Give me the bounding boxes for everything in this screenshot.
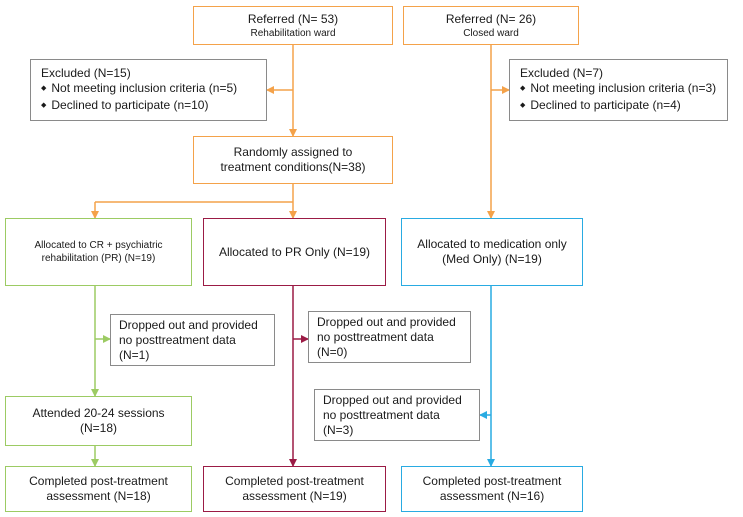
referred-rehab-title: Referred (N= 53) — [247, 11, 339, 26]
attended-cr-line1: Attended 20-24 sessions — [32, 406, 165, 420]
dropout-cr-line2: no posttreatment data — [119, 332, 236, 347]
completed-pr-box: Completed post-treatment assessment (N=1… — [203, 466, 386, 512]
referred-closed-box: Referred (N= 26) Closed ward — [403, 6, 579, 45]
excluded-left-box: Excluded (N=15) Not meeting inclusion cr… — [30, 59, 267, 121]
attended-cr-line2: (N=18) — [79, 421, 117, 435]
dropout-med-line1: Dropped out and provided — [323, 392, 462, 407]
referred-closed-title: Referred (N= 26) — [445, 11, 537, 26]
allocated-med-box: Allocated to medication only (Med Only) … — [401, 218, 583, 286]
completed-med-line2: assessment (N=16) — [439, 489, 545, 503]
excluded-right-item: Declined to participate (n=4) — [520, 98, 680, 115]
dropout-cr-box: Dropped out and provided no posttreatmen… — [110, 314, 275, 366]
attended-cr-box: Attended 20-24 sessions (N=18) — [5, 396, 192, 446]
dropout-pr-box: Dropped out and provided no posttreatmen… — [308, 311, 471, 363]
dropout-med-line2: no posttreatment data — [323, 407, 440, 422]
allocated-cr-line2: rehabilitation (PR) (N=19) — [41, 253, 156, 264]
excluded-right-title: Excluded (N=7) — [520, 65, 604, 80]
referred-rehab-subtitle: Rehabilitation ward — [250, 27, 336, 39]
completed-pr-line2: assessment (N=19) — [242, 489, 347, 503]
excluded-left-item: Not meeting inclusion criteria (n=5) — [41, 81, 237, 98]
referred-rehab-box: Referred (N= 53) Rehabilitation ward — [193, 6, 393, 45]
allocated-med-line2: (Med Only) (N=19) — [442, 252, 542, 266]
allocated-cr-line1: Allocated to CR + psychiatric — [34, 240, 163, 251]
completed-cr-line2: assessment (N=18) — [46, 489, 151, 503]
dropout-pr-line3: (N=0) — [317, 344, 348, 359]
excluded-right-item: Not meeting inclusion criteria (n=3) — [520, 81, 716, 98]
dropout-med-box: Dropped out and provided no posttreatmen… — [314, 389, 480, 441]
dropout-pr-line1: Dropped out and provided — [317, 314, 456, 329]
excluded-right-box: Excluded (N=7) Not meeting inclusion cri… — [509, 59, 728, 121]
allocated-pr-line1: Allocated to PR Only (N=19) — [218, 244, 371, 259]
excluded-left-item: Declined to participate (n=10) — [41, 98, 208, 115]
allocated-med-line1: Allocated to medication only — [417, 237, 567, 251]
dropout-cr-line3: (N=1) — [119, 347, 150, 362]
completed-cr-box: Completed post-treatment assessment (N=1… — [5, 466, 192, 512]
randomized-line1: Randomly assigned to — [233, 145, 353, 159]
randomized-line2: treatment conditions(N=38) — [220, 160, 366, 174]
randomized-box: Randomly assigned to treatment condition… — [193, 136, 393, 184]
allocated-cr-box: Allocated to CR + psychiatric rehabilita… — [5, 218, 192, 286]
excluded-left-title: Excluded (N=15) — [41, 65, 131, 80]
referred-closed-subtitle: Closed ward — [463, 27, 519, 39]
completed-med-box: Completed post-treatment assessment (N=1… — [401, 466, 583, 512]
dropout-pr-line2: no posttreatment data — [317, 329, 434, 344]
dropout-med-line3: (N=3) — [323, 422, 354, 437]
allocated-pr-box: Allocated to PR Only (N=19) — [203, 218, 386, 286]
dropout-cr-line1: Dropped out and provided — [119, 317, 258, 332]
completed-cr-line1: Completed post-treatment — [29, 474, 168, 488]
completed-med-line1: Completed post-treatment — [422, 474, 562, 488]
completed-pr-line1: Completed post-treatment — [225, 474, 364, 488]
